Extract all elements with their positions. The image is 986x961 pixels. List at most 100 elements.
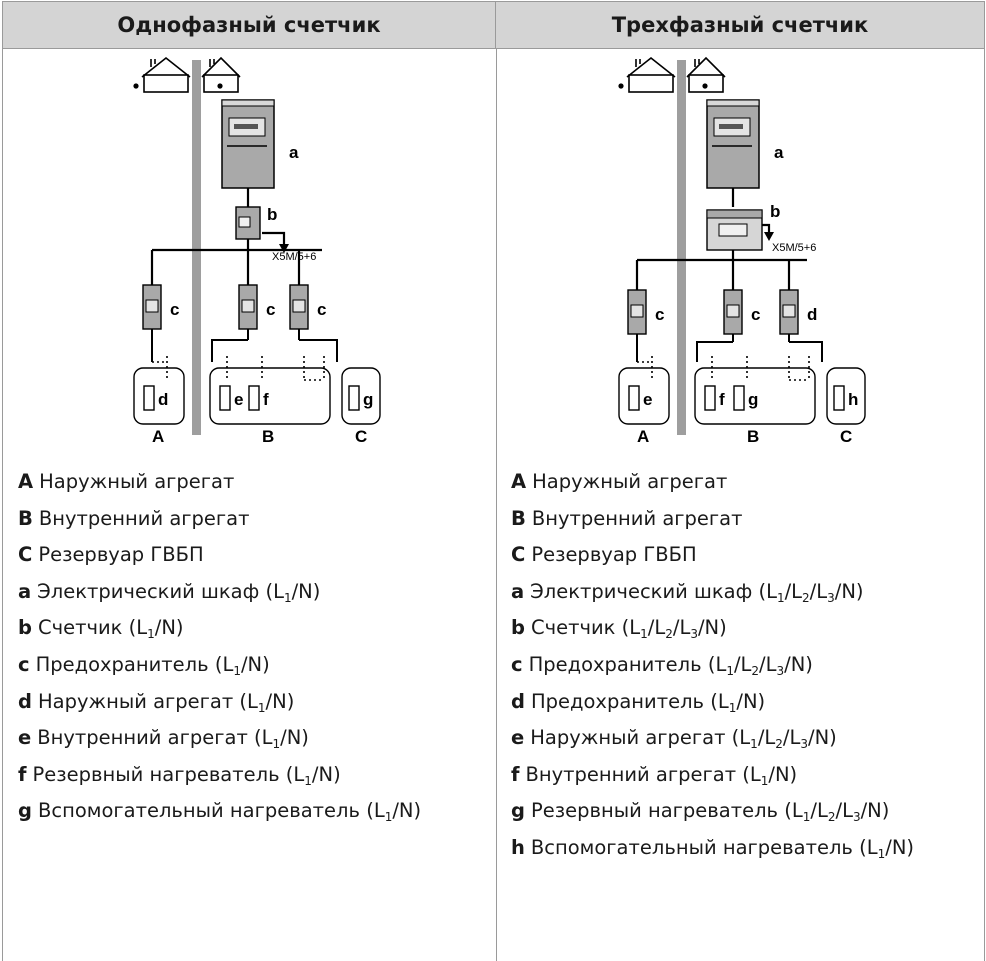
label-b: b (267, 205, 277, 224)
component-f (704, 385, 716, 411)
legend-key: d (18, 689, 32, 713)
component-h (833, 385, 845, 411)
label-e: e (643, 390, 652, 409)
house-outdoor-icon (133, 56, 191, 93)
phase-index: 1 (802, 810, 811, 825)
label-c: c (655, 305, 664, 324)
legend-text: Вспомогательный нагреватель (37, 799, 360, 823)
legend-phase: (L1/N) (247, 726, 309, 752)
phase-index: 1 (728, 700, 737, 715)
phase-index: 2 (802, 590, 810, 605)
fuse-icon (723, 289, 743, 335)
label-d: d (807, 305, 817, 324)
legend-text: Внутренний агрегат (525, 762, 737, 786)
legend-phase: (L1/N) (279, 762, 341, 788)
house-indoor-icon (201, 56, 241, 93)
phase-index: 1 (750, 737, 758, 752)
meter-icon (235, 206, 261, 240)
legend-key: B (18, 506, 33, 530)
component-g (733, 385, 745, 411)
unit-box-A (133, 367, 185, 425)
phase-index: 3 (800, 737, 808, 752)
label-c: c (170, 300, 179, 319)
legend-key: c (511, 652, 523, 676)
legend-key: b (18, 616, 32, 640)
legend-phase: (L1/N) (360, 799, 422, 825)
legend-phase: (L1/N) (122, 616, 184, 642)
label-a: a (289, 143, 299, 162)
phase-index: 1 (257, 700, 266, 715)
component-e (628, 385, 640, 411)
legend-phase: (L1/N) (736, 762, 798, 788)
single-phase-diagram: a b X5M/5+6 c c c (133, 56, 381, 445)
legend-key: h (511, 835, 525, 859)
fuse-icon (779, 289, 799, 335)
legend-text: Внутренний агрегат (531, 506, 743, 530)
header-single-phase: Однофазный счетчик (2, 1, 496, 49)
meter-icon (706, 209, 763, 251)
label-f: f (719, 390, 725, 409)
fuse-icon (289, 284, 309, 330)
unit-box-A (618, 367, 670, 425)
fuse-icon (142, 284, 162, 330)
legend-phase: (L1/L2/L3/N) (778, 799, 890, 825)
table-border-left (2, 49, 3, 961)
legend-phase: (L1/N) (704, 689, 766, 715)
legend-text: Предохранитель (530, 689, 705, 713)
phase-index: 3 (852, 810, 861, 825)
legend-phase: (L1/N) (208, 652, 270, 678)
label-c: c (317, 300, 326, 319)
house-outdoor-icon (618, 56, 676, 93)
legend-key: a (511, 579, 525, 603)
building-wall (677, 60, 686, 435)
label-d: d (158, 390, 168, 409)
phase-index: 1 (283, 590, 292, 605)
legend-key: d (511, 689, 525, 713)
legend-key: g (18, 799, 32, 823)
component-e (219, 385, 231, 411)
label-C: C (355, 427, 367, 445)
phase-index: 2 (827, 810, 836, 825)
label-c: c (751, 305, 760, 324)
phase-index: 2 (665, 627, 673, 642)
legend-key: g (511, 799, 525, 823)
legend-key: A (18, 470, 34, 493)
legend-text: Предохранитель (35, 652, 209, 676)
fuse-icon (238, 284, 258, 330)
unit-box-B (694, 367, 816, 425)
phase-index: 1 (384, 810, 393, 825)
house-indoor-icon (686, 56, 726, 93)
phase-index: 1 (760, 773, 769, 788)
fuse-icon (627, 289, 647, 335)
legend-text: Электрический шкаф (37, 579, 260, 603)
phase-index: 1 (776, 590, 785, 605)
legend-key: C (511, 543, 526, 567)
label-h: h (848, 390, 858, 409)
unit-box-C (341, 367, 381, 425)
header-three-phase: Трехфазный счетчик (496, 1, 985, 49)
legend-key: b (511, 616, 525, 640)
legend-text: Предохранитель (528, 652, 702, 676)
phase-index: 1 (726, 663, 734, 678)
label-g: g (748, 390, 758, 409)
legend-text: Наружный агрегат (39, 470, 235, 493)
label-g: g (363, 390, 373, 409)
legend-key: f (18, 762, 27, 786)
label-A: A (637, 427, 649, 445)
phase-index: 3 (776, 663, 785, 678)
label-B: B (262, 427, 274, 445)
component-g (348, 385, 360, 411)
phase-index: 3 (827, 590, 835, 605)
legend-key: C (18, 543, 33, 567)
label-A: A (152, 427, 164, 445)
phase-index: 1 (640, 627, 648, 642)
